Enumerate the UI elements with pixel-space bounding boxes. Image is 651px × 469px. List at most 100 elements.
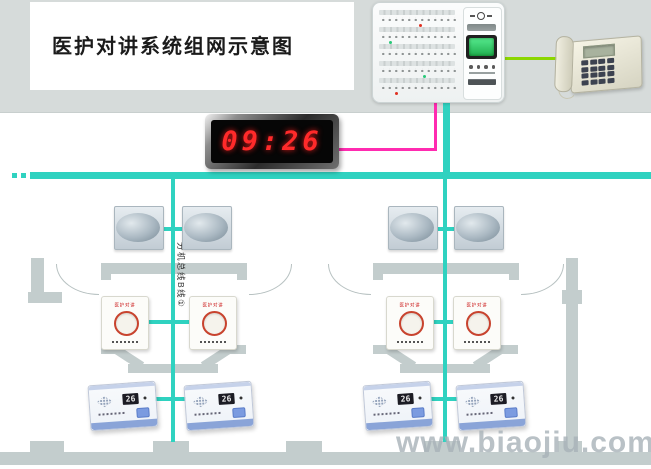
door-call-button (411, 407, 425, 419)
speaker-diamond-icon (464, 396, 481, 408)
phone-wire (502, 57, 558, 60)
counter-wall (494, 345, 518, 354)
call-panel-label: 医护对讲 (114, 303, 136, 308)
wall-segment (101, 263, 111, 280)
corridor-lamp (388, 204, 438, 250)
indicator-led (511, 396, 515, 400)
wall-segment (509, 263, 519, 280)
phone-keypad (581, 57, 617, 86)
door-swing-arc (521, 264, 564, 295)
door-unit-caption (373, 411, 402, 416)
wall-pillar (558, 441, 582, 453)
door-call-button (232, 407, 246, 419)
door-call-button (504, 407, 518, 419)
indicator-led (418, 396, 422, 400)
wall-segment (237, 263, 247, 280)
clock-face: 09:26 (211, 120, 333, 163)
corridor-lamp (114, 204, 164, 250)
speaker-diamond-icon (192, 396, 209, 408)
door-unit-bottom-strip (187, 418, 254, 431)
call-panel-label: 医护对讲 (202, 303, 224, 308)
door-connector (122, 397, 218, 401)
door-unit-top-strip (88, 381, 155, 391)
title-box (30, 2, 354, 90)
door-unit-top-strip (184, 381, 251, 391)
host-label-text (469, 72, 495, 74)
telephone (551, 22, 649, 102)
door-call-button (136, 407, 150, 419)
host-extension-rows (379, 10, 459, 98)
door-extension-unit: 26 (362, 380, 434, 432)
bedside-call-panel: 医护对讲 (453, 296, 501, 350)
corridor-lamp (182, 204, 232, 250)
door-extension-unit: 26 (455, 380, 527, 432)
call-button-ring (114, 311, 139, 336)
main-bus-line (30, 172, 651, 179)
lamp-dome (456, 213, 500, 242)
led-clock: 09:26 (205, 114, 339, 169)
door-unit-caption (194, 411, 223, 416)
call-panel-caption (200, 341, 226, 343)
speaker-diamond-icon (96, 396, 113, 408)
host-key-strip (468, 79, 496, 85)
call-panel-caption (464, 341, 490, 343)
status-led (423, 75, 426, 78)
page-title: 医护对讲系统组网示意图 (52, 36, 294, 58)
speaker-icon (470, 12, 495, 20)
indicator-led (239, 396, 243, 400)
lamp-connector (412, 227, 478, 231)
branch-line-left (171, 179, 175, 442)
door-swing-arc (249, 264, 292, 295)
speaker-grille (467, 24, 496, 31)
phone-handset (554, 35, 575, 93)
call-panel-caption (397, 341, 423, 343)
wall-segment (373, 263, 383, 280)
room-number-display: 26 (490, 392, 507, 406)
host-control-column (463, 7, 502, 100)
panel-connector (124, 320, 212, 324)
wall-segment (28, 292, 62, 303)
door-extension-unit: 26 (87, 380, 159, 432)
panel-connector (409, 320, 476, 324)
corridor-lamp (454, 204, 504, 250)
indicator-led (143, 396, 147, 400)
bus-label: 分机总线B线① (176, 242, 186, 309)
wall-segment (562, 290, 582, 304)
door-unit-caption (98, 411, 127, 416)
phone-display (582, 43, 616, 59)
wall-pillar (153, 441, 189, 453)
door-unit-bottom-strip (91, 418, 158, 431)
door-unit-caption (466, 411, 495, 416)
wall-segment (566, 258, 578, 454)
bottom-wall (0, 452, 651, 465)
counter-wall (373, 345, 397, 354)
room-number-display: 26 (122, 392, 139, 406)
speaker-diamond-icon (371, 396, 388, 408)
phone-body (569, 35, 643, 94)
host-bus-drop (443, 98, 450, 174)
nurse-station-host (372, 2, 505, 103)
door-swing-arc (56, 264, 99, 295)
wall-pillar (286, 441, 322, 453)
clock-time: 09:26 (221, 126, 323, 157)
door-unit-top-strip (456, 381, 523, 391)
call-panel-caption (112, 341, 138, 343)
bedside-call-panel: 医护对讲 (386, 296, 434, 350)
wall-pillar (30, 441, 64, 453)
bedside-call-panel: 医护对讲 (101, 296, 149, 350)
door-connector (397, 397, 490, 401)
room-number-display: 26 (397, 392, 414, 406)
lamp-connector (138, 227, 206, 231)
host-lcd-display (466, 35, 497, 59)
call-button-ring (202, 311, 227, 336)
call-panel-label: 医护对讲 (399, 303, 421, 308)
branch-line-right (443, 179, 447, 442)
door-unit-top-strip (363, 381, 430, 391)
bus-dash (12, 173, 17, 178)
watermark: www.biaojiu.com (396, 426, 651, 459)
host-function-buttons (469, 65, 495, 69)
lamp-dome (116, 213, 160, 242)
wall-segment (31, 258, 44, 294)
status-led (389, 41, 392, 44)
